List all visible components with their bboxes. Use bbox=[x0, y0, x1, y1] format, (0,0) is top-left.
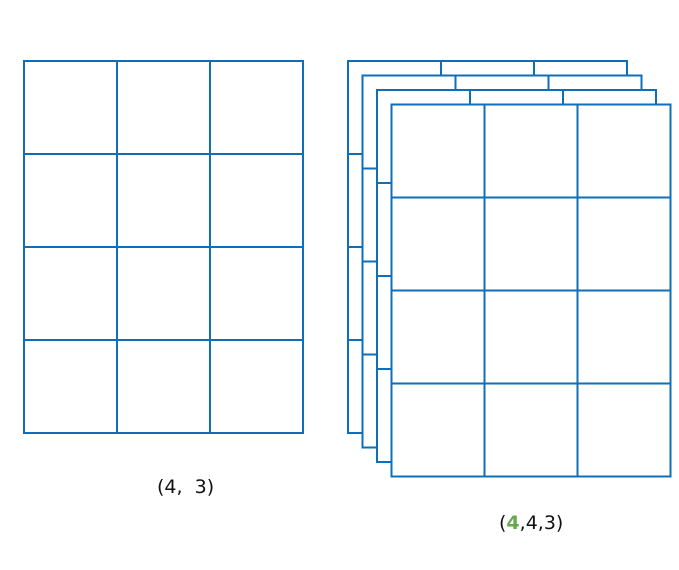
tensor-layer-4-cell-r3-c3 bbox=[576, 289, 672, 385]
matrix-2d-cell-r1-c1 bbox=[23, 60, 118, 155]
matrix-2d-cell-r3-c2 bbox=[116, 246, 211, 341]
tensor-layer-4-cell-r1-c3 bbox=[576, 103, 672, 199]
matrix-2d-cell-r4-c2 bbox=[116, 339, 211, 434]
matrix-2d-cell-r3-c3 bbox=[209, 246, 304, 341]
matrix-2d-cell-r4-c3 bbox=[209, 339, 304, 434]
tensor-layer-4-cell-r2-c1 bbox=[390, 196, 486, 292]
matrix-2d-cell-r3-c1 bbox=[23, 246, 118, 341]
matrix-2d-cell-r4-c1 bbox=[23, 339, 118, 434]
shape-label-depth-highlight: 4 bbox=[506, 512, 520, 534]
matrix-2d-cell-r2-c2 bbox=[116, 153, 211, 248]
matrix-2d-shape-label: (4, 3) bbox=[157, 476, 215, 498]
tensor-3d-stack bbox=[347, 60, 672, 478]
tensor-layer-4-cell-r4-c1 bbox=[390, 382, 486, 478]
matrix-2d-cell-r2-c3 bbox=[209, 153, 304, 248]
tensor-layer-4-cell-r2-c2 bbox=[483, 196, 579, 292]
shape-label-open-paren: ( bbox=[499, 512, 507, 534]
matrix-2d-cell-r2-c1 bbox=[23, 153, 118, 248]
tensor-layer-4-cell-r1-c2 bbox=[483, 103, 579, 199]
matrix-2d-cell-r1-c3 bbox=[209, 60, 304, 155]
tensor-layer-4-cell-r3-c1 bbox=[390, 289, 486, 385]
tensor-layer-4-cell-r3-c2 bbox=[483, 289, 579, 385]
tensor-layer-4-cell-r4-c3 bbox=[576, 382, 672, 478]
matrix-2d-cell-r1-c2 bbox=[116, 60, 211, 155]
shape-label-rest: ,4,3) bbox=[519, 512, 564, 534]
tensor-layer-4-cell-r1-c1 bbox=[390, 103, 486, 199]
tensor-3d-shape-label: (4,4,3) bbox=[499, 514, 563, 533]
tensor-layer-4 bbox=[390, 103, 672, 478]
tensor-layer-4-cell-r4-c2 bbox=[483, 382, 579, 478]
matrix-2d bbox=[23, 60, 304, 434]
tensor-layer-4-cell-r2-c3 bbox=[576, 196, 672, 292]
matrix-2d-grid bbox=[23, 60, 304, 434]
